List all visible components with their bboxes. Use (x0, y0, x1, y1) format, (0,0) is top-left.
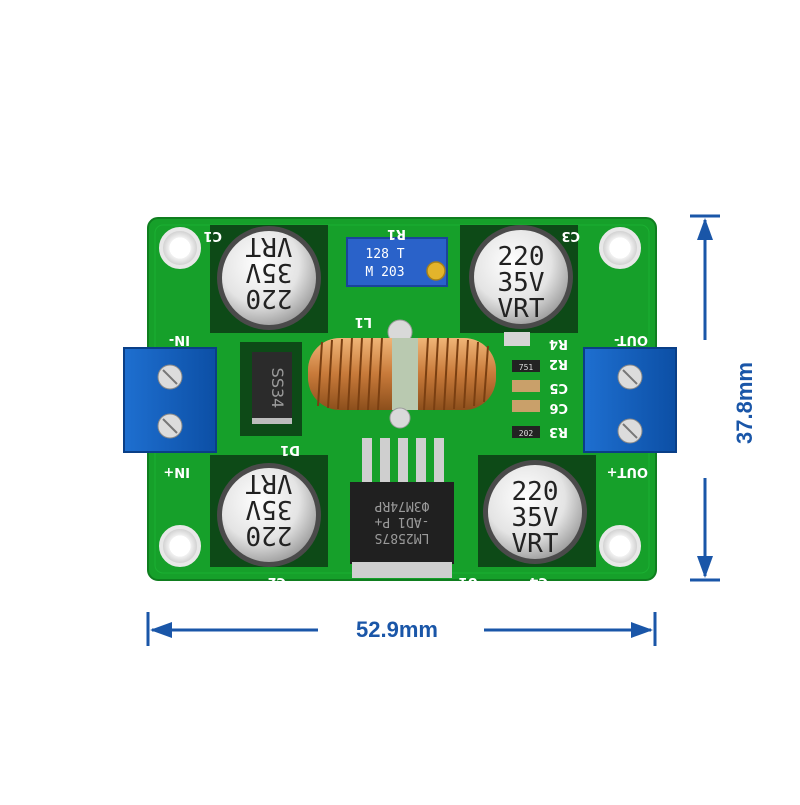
cap-c2-line2: 35V (246, 494, 293, 524)
dimension-width (146, 612, 657, 646)
smd-r4-mark: 751 (519, 363, 534, 372)
label-l1: L1 (355, 314, 372, 329)
label-in-minus: IN- (169, 332, 190, 347)
smd-r3-mark: 202 (519, 429, 534, 438)
dimension-height (690, 214, 720, 582)
diode-marking: SS34 (268, 368, 287, 409)
label-c3: C3 (561, 228, 580, 243)
label-out-plus: OUT+ (607, 464, 648, 479)
cap-c2-line1: 220 (246, 520, 293, 550)
cap-c4-line3: VRT (512, 529, 559, 559)
label-out-minus: OUT- (614, 332, 648, 347)
capacitor-c1 (217, 226, 321, 330)
cap-c4-line2: 35V (512, 503, 559, 533)
cap-c1-line1: 220 (246, 283, 293, 313)
label-c4: C4 (529, 574, 548, 589)
cap-c1-line2: 35V (246, 257, 293, 287)
label-c1: C1 (203, 228, 222, 243)
reg-line2: -AD1 P+ (374, 514, 429, 529)
terminal-output (583, 347, 677, 453)
pot-line1: 128 T (365, 247, 404, 262)
label-r2: R2 (549, 356, 568, 371)
capacitor-c4 (483, 460, 587, 564)
terminal-input (123, 347, 217, 453)
label-r4: R4 (549, 336, 568, 351)
label-c6: C6 (549, 400, 568, 415)
regulator-u1: LM2587S -AD1 P+ ФЗМ74RP (350, 438, 454, 578)
label-d1: D1 (280, 442, 300, 457)
label-c5: C5 (549, 380, 568, 395)
label-u1: U1 (458, 574, 478, 589)
mounting-holes (159, 227, 641, 567)
inductor-l1 (308, 319, 496, 429)
diode-d1: SS34 (240, 342, 302, 436)
cap-c2-line3: VRT (245, 468, 292, 498)
cap-c1-line3: VRT (245, 231, 292, 261)
cap-c3-line1: 220 (498, 242, 545, 272)
label-r3: R3 (549, 424, 568, 439)
smd-components: 751 202 (504, 332, 540, 438)
potentiometer-r1: 128 T M 203 (346, 237, 448, 287)
label-r1: R1 (387, 226, 406, 241)
cap-c4-line1: 220 (512, 477, 559, 507)
cap-c3-line3: VRT (498, 294, 545, 324)
label-in-plus: IN+ (163, 464, 190, 479)
dimension-height-label: 37.8mm (732, 346, 758, 460)
cap-c3-line2: 35V (498, 268, 545, 298)
dimension-width-label: 52.9mm (352, 617, 442, 643)
reg-line3: ФЗМ74RP (374, 498, 429, 513)
capacitor-c3 (469, 225, 573, 329)
reg-line1: LM2587S (375, 530, 430, 545)
pot-line2: M 203 (365, 265, 404, 280)
label-c2: C2 (267, 574, 286, 589)
capacitor-c2 (217, 463, 321, 567)
